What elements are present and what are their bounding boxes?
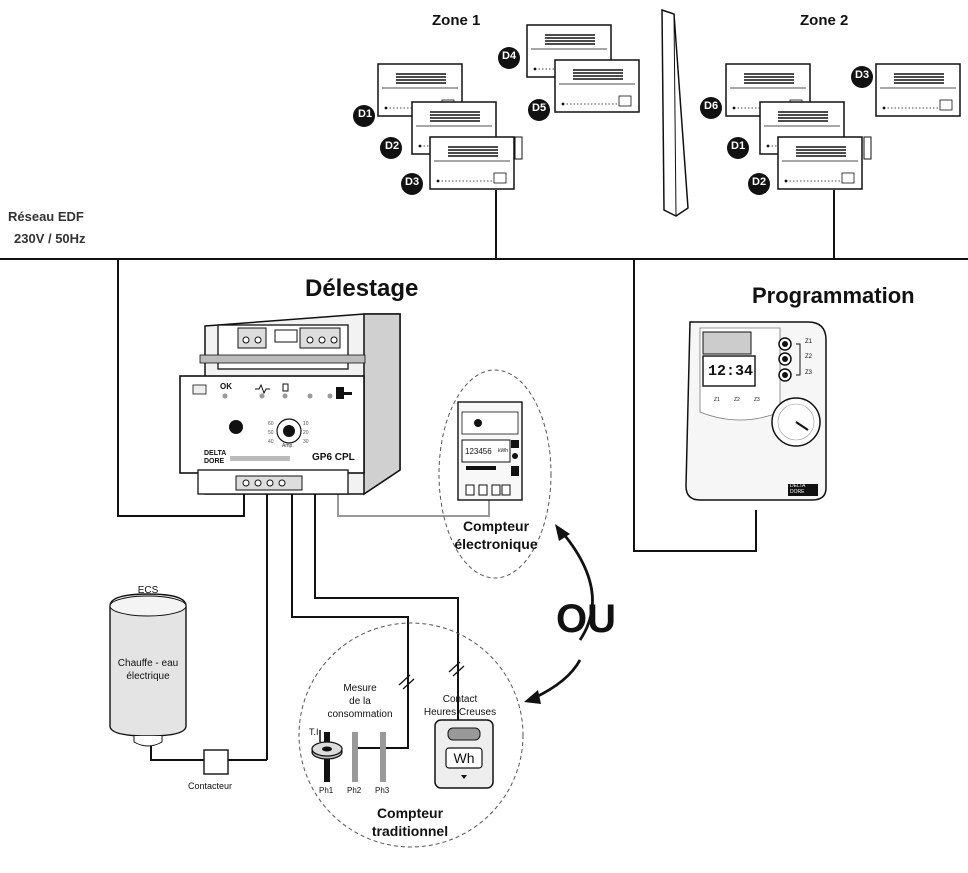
delestage-title: Délestage [305, 275, 419, 302]
zone-1-title: Zone 1 [432, 12, 481, 29]
current-transformer [311, 730, 386, 782]
mesure-label-line3: consommation [327, 709, 393, 720]
svg-text:20: 20 [303, 430, 309, 436]
badge-z1-d1: D1 [358, 108, 373, 120]
traditional-meter-label-line2: traditionnel [371, 823, 449, 839]
gp6-amp-label: Amp. [282, 443, 294, 449]
programmer-zone-label-z3: Z3 [754, 397, 760, 403]
network-label-line2: 230V / 50Hz [14, 231, 86, 246]
device-badges [353, 47, 873, 195]
badge-z1-d3: D3 [405, 176, 420, 188]
ecs-title: ECS [137, 585, 159, 596]
badge-z2-d6: D6 [704, 100, 719, 112]
heater-z1-d3 [429, 136, 515, 190]
cable-break-marks [398, 661, 465, 690]
thermostat-z1 [514, 136, 523, 160]
programmer-unit [685, 321, 827, 501]
ou-arrow-lower [533, 659, 582, 700]
electronic-meter-dashed-outline [438, 369, 552, 579]
programmation-title: Programmation [752, 283, 915, 308]
phase-label-ph1: Ph1 [319, 786, 334, 795]
ecs-body-line2: électrique [126, 671, 170, 682]
contactor-box [203, 749, 229, 775]
gp6-cpl-unit: 60 50 40 10 20 30 [179, 313, 401, 496]
electronic-meter-label-line2: électronique [454, 536, 538, 552]
svg-text:30: 30 [303, 439, 309, 445]
phase-label-ph2: Ph2 [347, 786, 362, 795]
traditional-meter-label-line1: Compteur [376, 805, 444, 821]
programmer-brand-line1: DELTA [790, 483, 806, 489]
electronic-meter-label-line1: Compteur [462, 518, 530, 534]
electronic-meter [457, 401, 523, 501]
contactor-label: Contacteur [188, 781, 233, 791]
ti-label: T.I [309, 727, 319, 737]
gp6-model-label: GP6 CPL [312, 452, 355, 463]
badge-z2-d1: D1 [731, 140, 746, 152]
programmer-zone-button-z3: Z3 [805, 370, 813, 376]
contact-label-line1: Contact [442, 694, 478, 705]
ou-label: OU [556, 597, 616, 641]
thermostat-z2 [863, 136, 872, 160]
contact-label-line2: Heures Creuses [423, 707, 497, 718]
electronic-meter-display: 123456 [465, 447, 492, 456]
heater-z2-d2 [777, 136, 863, 190]
programmer-zone-label-z2: Z2 [734, 397, 740, 403]
programmer-brand-line2: DORE [790, 489, 805, 495]
programmer-zone-button-z1: Z1 [805, 339, 813, 345]
gp6-ok-label: OK [220, 382, 232, 391]
heater-z2-d3 [875, 63, 961, 117]
traditional-meter-dashed-outline [298, 622, 524, 848]
power-network-lines [0, 190, 968, 761]
badge-z1-d2: D2 [385, 140, 400, 152]
badge-z1-d4: D4 [502, 50, 517, 62]
network-label-line1: Réseau EDF [8, 209, 84, 224]
mesure-label-line2: de la [349, 696, 371, 707]
svg-text:60: 60 [268, 421, 274, 427]
svg-text:50: 50 [268, 430, 274, 436]
gp6-brand-line1: DELTA [204, 450, 227, 457]
badge-z1-d5: D5 [532, 102, 547, 114]
electronic-meter-unit: kWh [498, 448, 508, 454]
phase-label-ph3: Ph3 [375, 786, 390, 795]
electronic-meter-link [337, 490, 490, 517]
zone-2-title: Zone 2 [800, 12, 849, 29]
mesure-label-line1: Mesure [343, 683, 377, 694]
programmer-zone-label-z1: Z1 [714, 397, 720, 403]
programmer-display: 12:34 [708, 363, 754, 380]
badge-z2-d2: D2 [752, 176, 767, 188]
programmer-zone-button-z2: Z2 [805, 354, 813, 360]
gp6-brand-line2: DORE [204, 458, 225, 465]
svg-text:10: 10 [303, 421, 309, 427]
wh-meter-label: Wh [453, 750, 475, 766]
wh-meter [434, 719, 494, 789]
ou-arrow-upper [560, 531, 594, 641]
ecs-body-line1: Chauffe - eau [117, 658, 179, 669]
heater-z1-d5 [554, 59, 640, 113]
ecs-water-heater [109, 593, 187, 747]
badge-z2-d3: D3 [855, 69, 870, 81]
svg-text:40: 40 [268, 439, 274, 445]
